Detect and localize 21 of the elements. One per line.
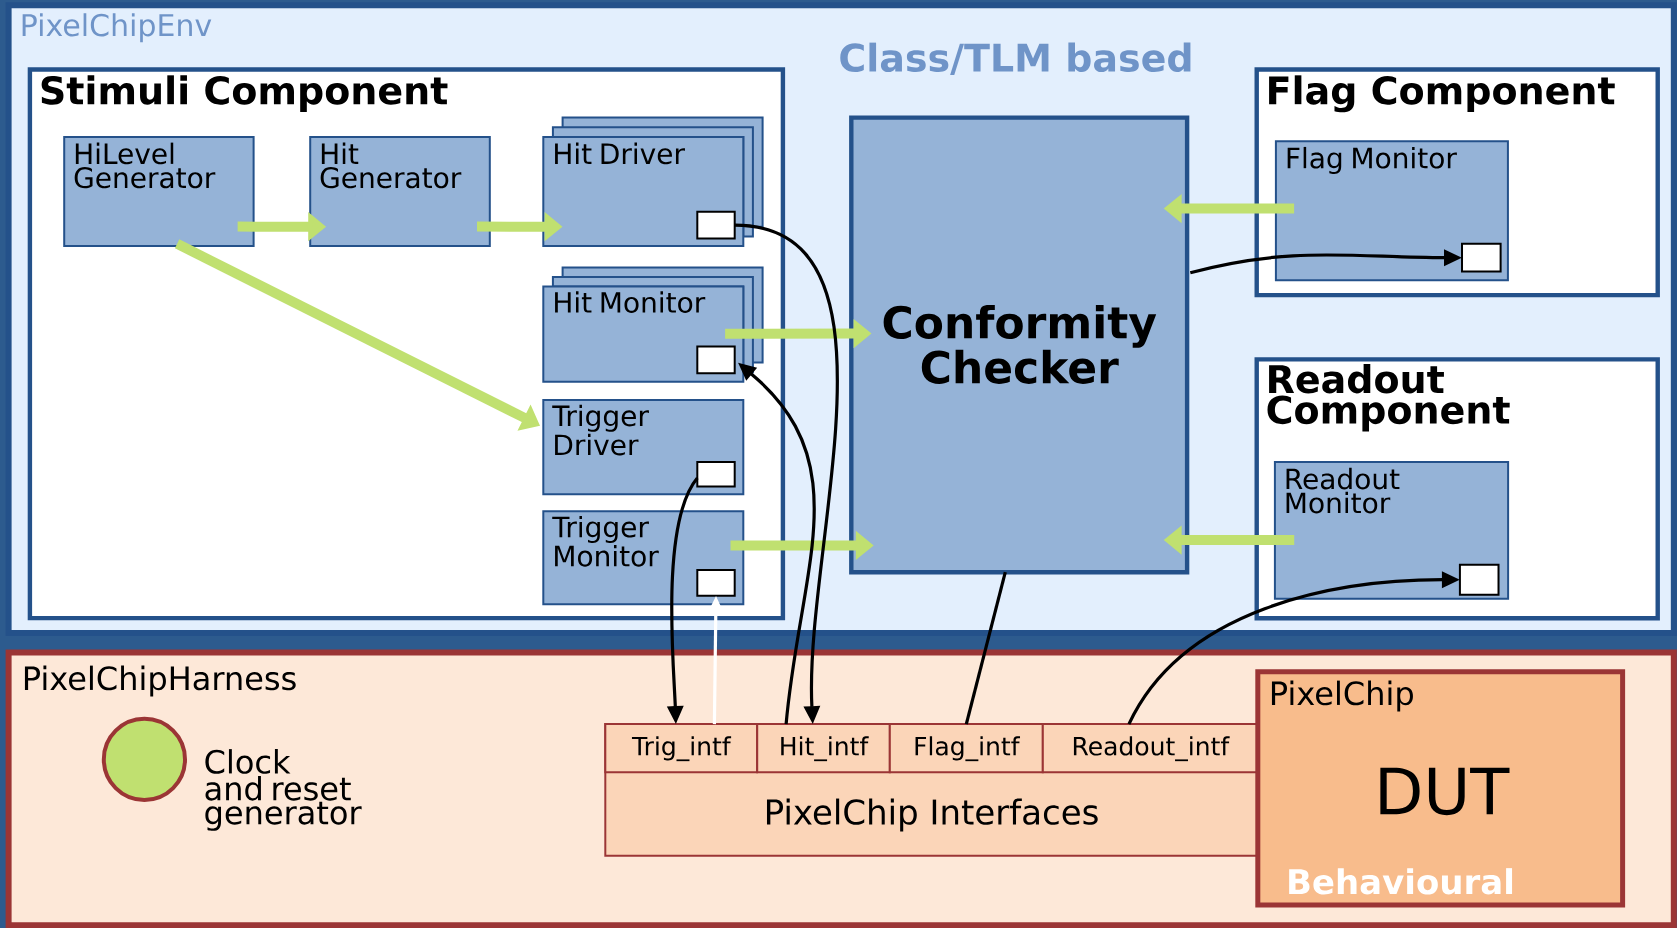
driver-box: Hit Driver [542,135,745,247]
caption-text: Clock and reset generator [205,749,362,831]
generator-circle [101,716,187,802]
port-box [696,461,736,488]
interface-cell: Trig_intf [604,723,759,774]
port-box [1461,242,1502,273]
monitor-box: Flag Monitor [1274,140,1509,282]
port-box [1458,563,1500,596]
checker-box: Conformity Checker [849,115,1190,575]
interface-cell: Hit_intf [756,723,891,774]
generator-box: HiLevel Generator [63,135,255,247]
generator-box: Hit Generator [309,135,491,247]
port-box [696,210,736,240]
monitor-box: Hit Monitor [542,285,745,383]
monitor-box: Trigger Monitor [542,510,745,606]
interface-cell: Readout_intf [1041,723,1259,774]
driver-box: Trigger Driver [542,399,745,496]
interface-cell: Flag_intf [888,723,1044,774]
port-box [696,345,736,375]
chip-box: PixelChip DUT Behavioural [1255,669,1626,908]
monitor-box: Readout Monitor [1273,461,1510,600]
